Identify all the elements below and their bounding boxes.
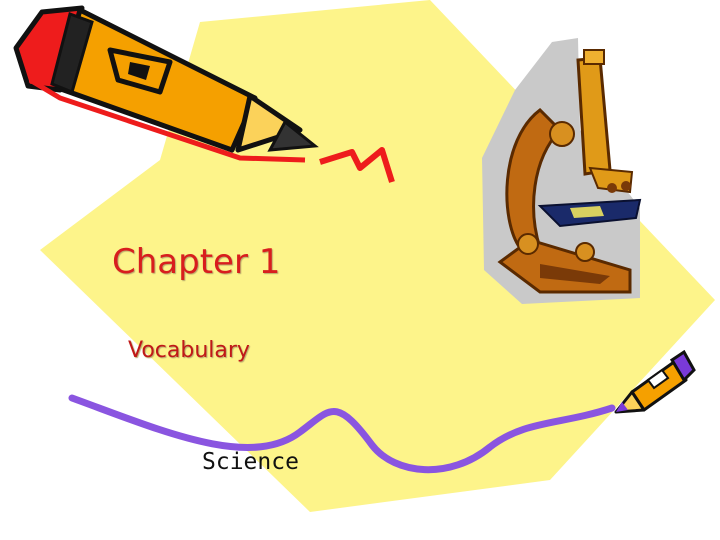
microscope-icon <box>482 38 642 304</box>
slide-subtitle: Vocabulary <box>128 338 250 363</box>
small-pencil-icon <box>614 349 696 414</box>
slide-title: Chapter 1 <box>112 242 281 282</box>
pencil-icon <box>13 5 395 183</box>
purple-squiggle <box>68 394 616 474</box>
subject-label: Science <box>202 449 299 475</box>
